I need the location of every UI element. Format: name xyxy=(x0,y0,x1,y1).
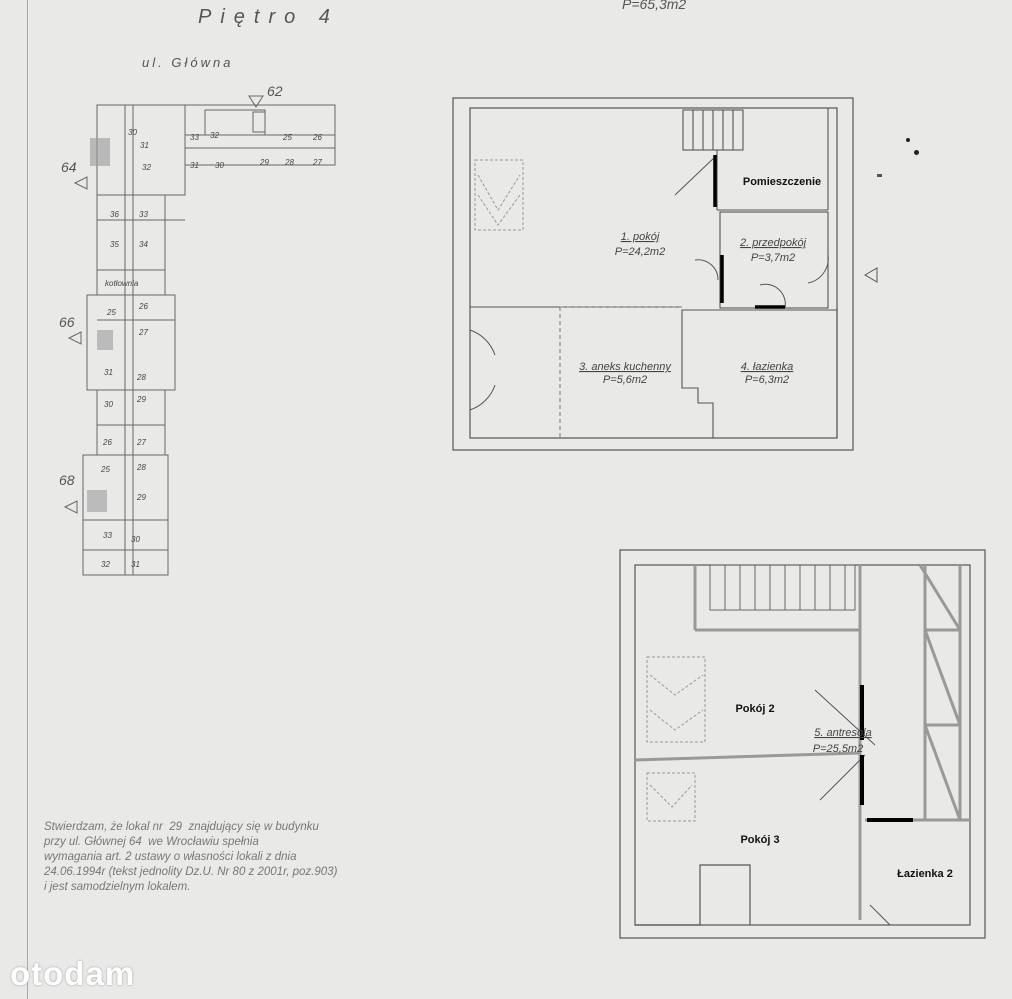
stairwell-label: 62 xyxy=(267,83,283,99)
room-name: 3. aneks kuchenny xyxy=(579,361,672,373)
stairwell-label: 64 xyxy=(61,159,77,175)
unit-number: 29 xyxy=(136,395,146,404)
unit-number: 33 xyxy=(139,210,148,219)
unit-number: 30 xyxy=(215,161,224,170)
floor-plan-upper: 5. antresola P=25,5m2 Pokój 2 Pokój 3 Ła… xyxy=(619,549,986,939)
room-name: 5. antresola xyxy=(814,727,871,739)
mark-dot xyxy=(906,138,910,142)
unit-number: 25 xyxy=(282,133,292,142)
mark-dot xyxy=(914,150,919,155)
unit-number: 28 xyxy=(136,463,146,472)
room-area: P=6,3m2 xyxy=(745,374,789,386)
site-plan: 62 64 66 68 kotłownia 30 31 32 33 25 26 … xyxy=(59,83,336,576)
unit-number: 31 xyxy=(131,560,140,569)
room-area: P=3,7m2 xyxy=(751,252,795,264)
stairwell-label: 66 xyxy=(59,314,75,330)
unit-number: 36 xyxy=(110,210,119,219)
certification-statement: Stwierdzam, że lokal nr 29 znajdujący si… xyxy=(44,821,338,893)
room-name: 2. przedpokój xyxy=(739,237,807,249)
total-area: P=65,3m2 xyxy=(622,0,687,12)
room-area: P=24,2m2 xyxy=(615,246,665,258)
unit-number: 26 xyxy=(312,133,322,142)
unit-number: 30 xyxy=(131,535,140,544)
unit-number: 33 xyxy=(190,133,199,142)
unit-number: 33 xyxy=(103,531,112,540)
unit-number: 29 xyxy=(136,493,146,502)
room-name: 4. łazienka xyxy=(741,361,794,373)
street-label: ul. Główna xyxy=(142,55,234,70)
unit-number: 31 xyxy=(104,368,113,377)
room-name: 1. pokój xyxy=(621,231,660,243)
room-label-pomieszczenie: Pomieszczenie xyxy=(743,176,821,188)
unit-number: 26 xyxy=(102,438,112,447)
mark-dot xyxy=(877,174,882,177)
stairwell-label: 68 xyxy=(59,472,75,488)
room-area: P=25,5m2 xyxy=(813,743,863,755)
unit-number: 31 xyxy=(140,141,149,150)
floor-plan-lower: 1. pokój P=24,2m2 2. przedpokój P=3,7m2 … xyxy=(452,97,878,451)
unit-number: 29 xyxy=(259,158,269,167)
unit-number: 30 xyxy=(104,400,113,409)
room-area: P=5,6m2 xyxy=(603,374,647,386)
unit-number: 32 xyxy=(101,560,110,569)
unit-number: 28 xyxy=(284,158,294,167)
unit-number: 27 xyxy=(138,328,148,337)
unit-number: 25 xyxy=(106,308,116,317)
unit-number: 25 xyxy=(100,465,110,474)
floor-title: Piętro 4 xyxy=(198,6,339,28)
room-label-pokoj-3: Pokój 3 xyxy=(740,834,779,846)
unit-number: 26 xyxy=(138,302,148,311)
boiler-room-label: kotłownia xyxy=(105,279,139,288)
room-label-pokoj-2: Pokój 2 xyxy=(735,703,774,715)
margin-line xyxy=(27,0,28,999)
unit-number: 34 xyxy=(139,240,148,249)
room-label-lazienka-2: Łazienka 2 xyxy=(897,868,953,880)
watermark-logo: otodam xyxy=(10,955,136,992)
unit-number: 32 xyxy=(142,163,151,172)
unit-number: 27 xyxy=(136,438,146,447)
unit-number: 32 xyxy=(210,131,219,140)
unit-number: 28 xyxy=(136,373,146,382)
unit-number: 27 xyxy=(312,158,322,167)
unit-number: 35 xyxy=(110,240,119,249)
unit-number: 30 xyxy=(128,128,137,137)
unit-number: 31 xyxy=(190,161,199,170)
